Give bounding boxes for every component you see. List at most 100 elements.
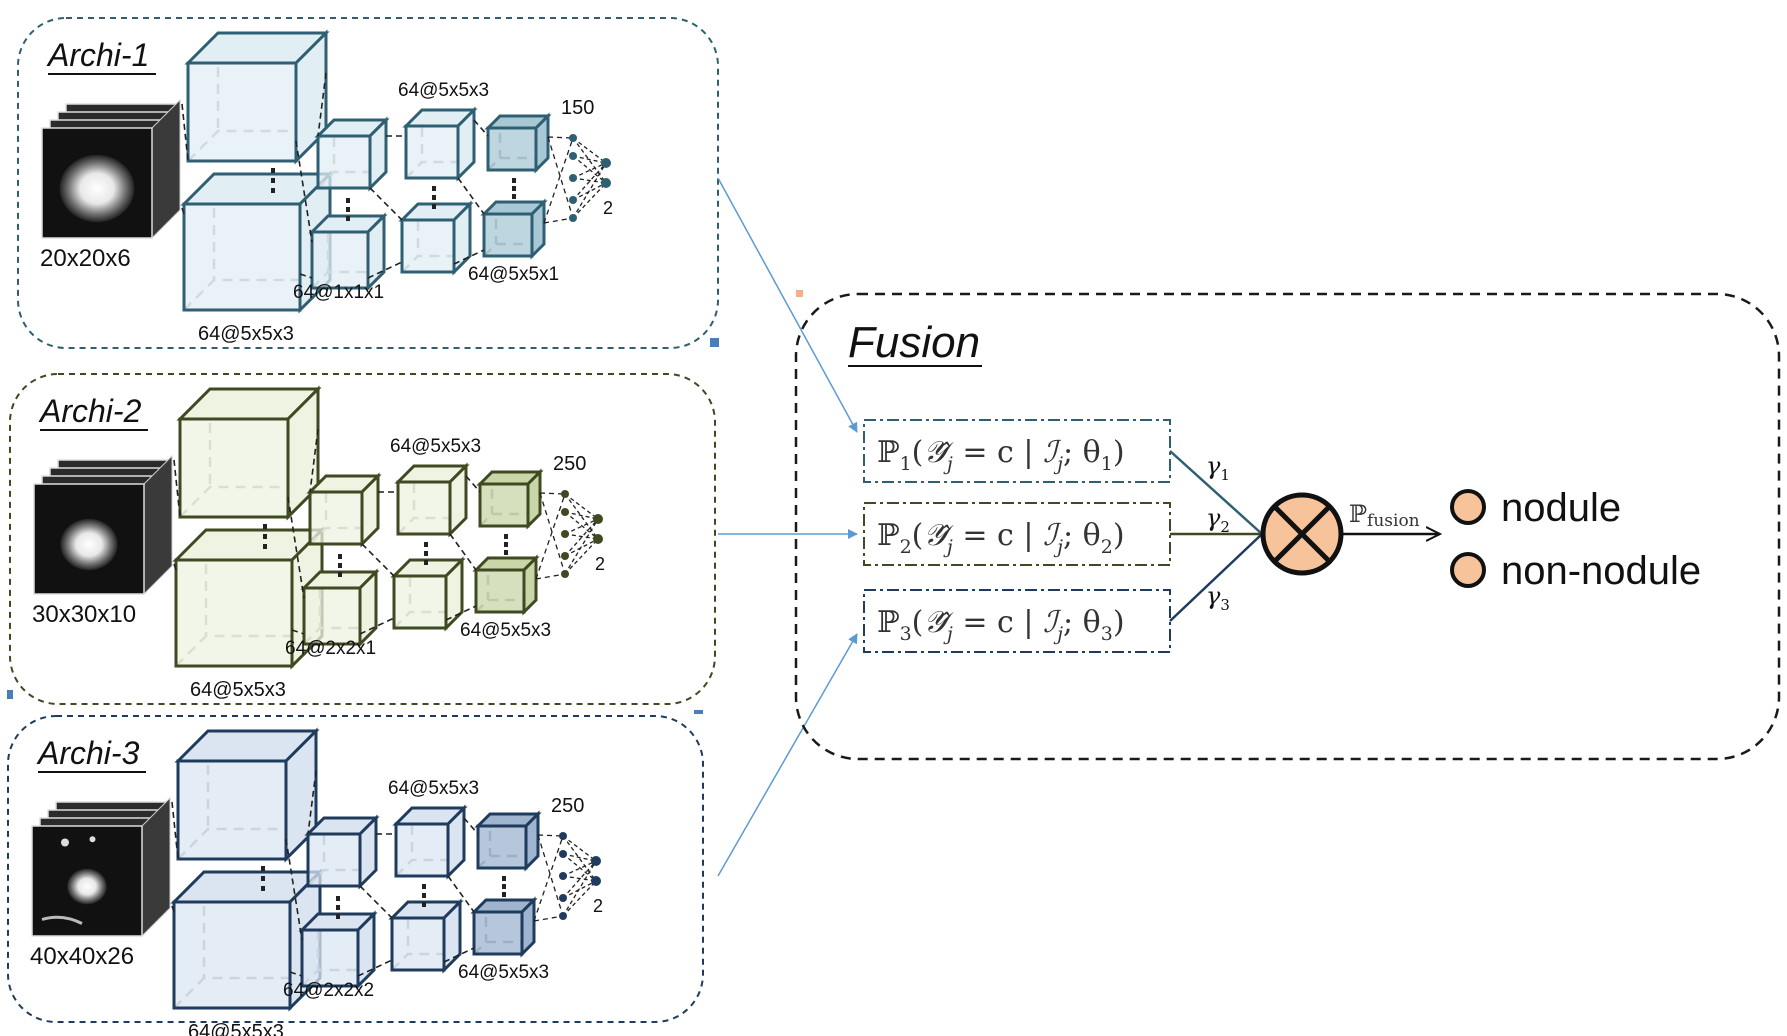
prob-3-symbol: ℙ — [877, 605, 900, 640]
archi-1-conn-l3-l4a — [473, 119, 489, 137]
prob-2-index: 2 — [900, 536, 912, 558]
archi-3-conn-l1-l2c — [289, 971, 303, 977]
arrow-archi-1-to-fusion — [717, 177, 858, 433]
archi-1-conn-in-l1b — [181, 207, 185, 215]
archi-2-input-volume — [33, 454, 173, 596]
archi-1-output-node — [601, 178, 611, 188]
archi-3-layer4-bottom-cube — [470, 896, 538, 958]
archi-2-fc-bottom-label: 2 — [595, 554, 605, 574]
archi-1-layer3-label: 64@5x5x3 — [398, 80, 489, 101]
archi-1-border — [17, 17, 719, 349]
archi-2-fc-node — [561, 490, 569, 498]
prob-3-index: 3 — [900, 623, 912, 645]
archi-2-output-node — [593, 514, 603, 524]
archi-1-conn-l1-l2a — [317, 72, 327, 137]
archi-1-layer2-top-cube — [314, 116, 390, 192]
archi-1-layer2-label: 64@1x1x1 — [293, 282, 384, 303]
archi-3-title: Archi-3 — [36, 735, 140, 771]
archi-2-fc-layer — [535, 490, 603, 580]
prob-2-mid: = c | — [953, 518, 1043, 553]
archi-1-layer3-top-cube — [402, 106, 478, 182]
output-nodule-label: nodule — [1501, 486, 1621, 530]
archi-2-conn-l3-l4b — [449, 533, 477, 571]
archi-3-layer3-label: 64@5x5x3 — [388, 778, 479, 799]
archi-3-output-node — [591, 876, 601, 886]
archi-1-layer4-label: 64@5x5x1 — [468, 264, 559, 285]
output-nodule: nodule — [1450, 486, 1621, 530]
archi-1-layer1-ellipsis — [271, 168, 275, 193]
archi-1-conn-l1-l2c — [299, 273, 313, 279]
archi-2-conn-l1-l2b — [287, 496, 305, 599]
fusion-prob-label: ℙfusion — [1349, 500, 1420, 531]
output-non-nodule: non-nodule — [1450, 549, 1701, 593]
prob-1-mid: = c | — [953, 435, 1043, 470]
archi-2-fc-node — [561, 552, 569, 560]
archi-2-border — [9, 373, 716, 705]
archi-3-layer1-ellipsis — [261, 866, 265, 891]
archi-2-layer2-bottom-cube — [300, 568, 380, 648]
prob-box-3: ℙ3(𝒴̂j = c | ℐj; θ3) — [863, 589, 1171, 653]
prob-box-1: ℙ1(𝒴̂j = c | ℐj; θ1) — [863, 419, 1171, 483]
prob-3-sep: ; θ — [1063, 605, 1101, 640]
archi-2-conn-in-l1b — [173, 563, 177, 571]
prob-3-theta-index: 3 — [1101, 623, 1113, 645]
archi-1-title: Archi-1 — [46, 37, 149, 73]
archi-1-fc-layer — [543, 134, 611, 224]
archi-2-fc-top-label: 250 — [553, 453, 586, 475]
gamma-line-3 — [1169, 533, 1263, 622]
stray-marker-2 — [796, 290, 803, 297]
archi-3-fc-node — [559, 832, 567, 840]
archi-2-conn-l3-l4a — [465, 475, 481, 493]
archi-1-fc-node — [569, 152, 577, 160]
archi-3-layer3-top-cube — [392, 804, 468, 880]
prob-3-open: ( — [912, 605, 924, 640]
archi-3-layer1-label: 64@5x5x3 — [188, 1021, 284, 1036]
archi-1-fc-bottom-label: 2 — [603, 198, 613, 218]
archi-2-fc-node — [561, 530, 569, 538]
archi-3-fc-node — [559, 872, 567, 880]
gamma-line-1 — [1169, 450, 1263, 535]
prob-3-j: j — [943, 623, 953, 645]
gamma-1-label: γ1 — [1206, 452, 1230, 484]
archi-3-layer2-label: 64@2x2x2 — [283, 980, 374, 1001]
prob-1-j2: j — [1053, 453, 1063, 475]
archi-2-layer4-label: 64@5x5x3 — [460, 620, 551, 641]
archi-2-fc-node — [561, 508, 569, 516]
archi-2-input-size-label: 30x30x10 — [32, 601, 136, 628]
archi-3-layer3-ellipsis — [422, 884, 426, 907]
prob-3-mid: = c | — [953, 605, 1043, 640]
prob-2-j: j — [943, 536, 953, 558]
archi-1-input-size-label: 20x20x6 — [40, 245, 131, 272]
archi-2-conn-l2-l3b — [361, 543, 395, 577]
gamma-3-label: γ3 — [1206, 582, 1230, 614]
archi-2-layer3-top-cube — [394, 462, 470, 538]
archi-3-layer3-bottom-cube — [388, 898, 464, 974]
prob-3-j2: j — [1053, 623, 1063, 645]
archi-1-nodule-blob — [59, 154, 135, 223]
archi-3-layer2-bottom-cube — [298, 910, 378, 990]
archi-3-conn-l3-l4b — [447, 875, 475, 913]
archi-3-layer4-label: 64@5x5x3 — [458, 962, 549, 983]
archi-2-conn-l2-l3c — [359, 617, 395, 635]
stray-marker-1 — [710, 338, 719, 347]
archi-1-conn-l3-l4b — [457, 177, 485, 215]
archi-3-layer2-ellipsis — [336, 896, 340, 919]
prob-1-theta-index: 1 — [1101, 453, 1113, 475]
archi-1-layer4-top-cube — [484, 112, 552, 174]
archi-1-fc-node — [569, 196, 577, 204]
archi-3-layer4-top-cube — [474, 810, 542, 872]
archi-3-conn-l1-l2a — [307, 770, 317, 835]
archi-3-conn-l2-l3c — [357, 959, 393, 977]
archi-1-layer2-ellipsis — [346, 198, 350, 221]
prob-1-open: ( — [912, 435, 924, 470]
archi-1-fc-top-label: 150 — [561, 97, 594, 119]
prob-1-j: j — [943, 453, 953, 475]
archi-3-border — [7, 715, 704, 1023]
archi-3-conn-l3-l4a — [463, 817, 479, 835]
prob-2-symbol: ℙ — [877, 518, 900, 553]
archi-1-layer4-ellipsis — [512, 178, 516, 199]
archi-3-fc-node — [559, 894, 567, 902]
svg-text:ℙ1(𝒴̂j = c | ℐj; θ1): ℙ1(𝒴̂j = c | ℐj; θ1) — [877, 435, 1125, 475]
